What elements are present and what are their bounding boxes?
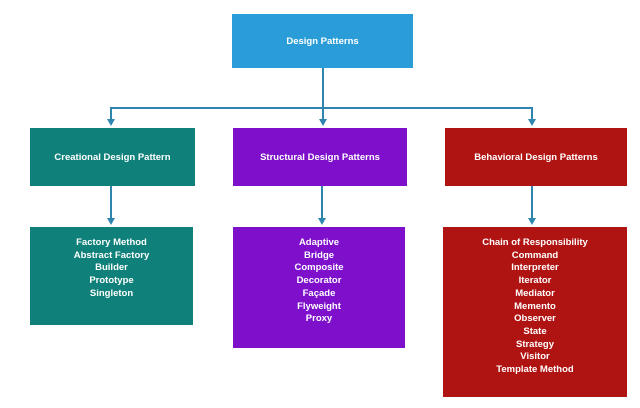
list-item: Visitor [520,351,550,363]
list-item: Chain of Responsibility [482,237,588,248]
list-item: Flyweight [297,300,341,312]
list-item: Memento [514,300,556,312]
list-item: Decorator [296,275,342,287]
root-node-label: Design Patterns [286,35,359,47]
list-item: Prototype [89,275,134,287]
connector-behavioral-to-list [531,186,533,219]
list-item: Template Method [496,364,574,376]
connector-drop-creational [110,107,112,120]
connector-drop-structural [322,107,324,120]
list-item: Command [511,249,559,261]
list-item: State [523,325,547,337]
list-item: Observer [514,313,556,325]
arrow-down-icon [528,119,536,126]
header-label-structural: Structural Design Patterns [260,151,380,163]
list-item: Mediator [515,287,555,299]
header-node-creational: Creational Design Pattern [30,128,195,186]
list-item: Builder [95,262,128,274]
list-item: Proxy [305,313,333,325]
list-item: Composite [294,262,344,274]
header-node-structural: Structural Design Patterns [233,128,407,186]
connector-distributor-line [110,107,533,109]
list-item: Singleton [89,287,134,299]
header-label-behavioral: Behavioral Design Patterns [474,151,598,163]
list-item: Bridge [303,249,335,261]
list-item: Adaptive [298,237,340,248]
arrow-down-icon [107,119,115,126]
arrow-down-icon [319,119,327,126]
connector-structural-to-list [321,186,323,219]
list-item: Abstract Factory [73,249,150,261]
arrow-down-icon [528,218,536,225]
list-item: Factory Method [76,237,147,248]
arrow-down-icon [107,218,115,225]
arrow-down-icon [318,218,326,225]
root-node-design-patterns: Design Patterns [232,14,413,68]
connector-root-stem [322,68,324,108]
header-label-creational: Creational Design Pattern [54,151,171,163]
header-node-behavioral: Behavioral Design Patterns [445,128,627,186]
list-item: Iterator [518,275,552,287]
list-item: Strategy [515,338,554,350]
list-item: Interpreter [511,262,559,274]
connector-creational-to-list [110,186,112,219]
list-item: Façade [302,287,336,299]
connector-drop-behavioral [531,107,533,120]
